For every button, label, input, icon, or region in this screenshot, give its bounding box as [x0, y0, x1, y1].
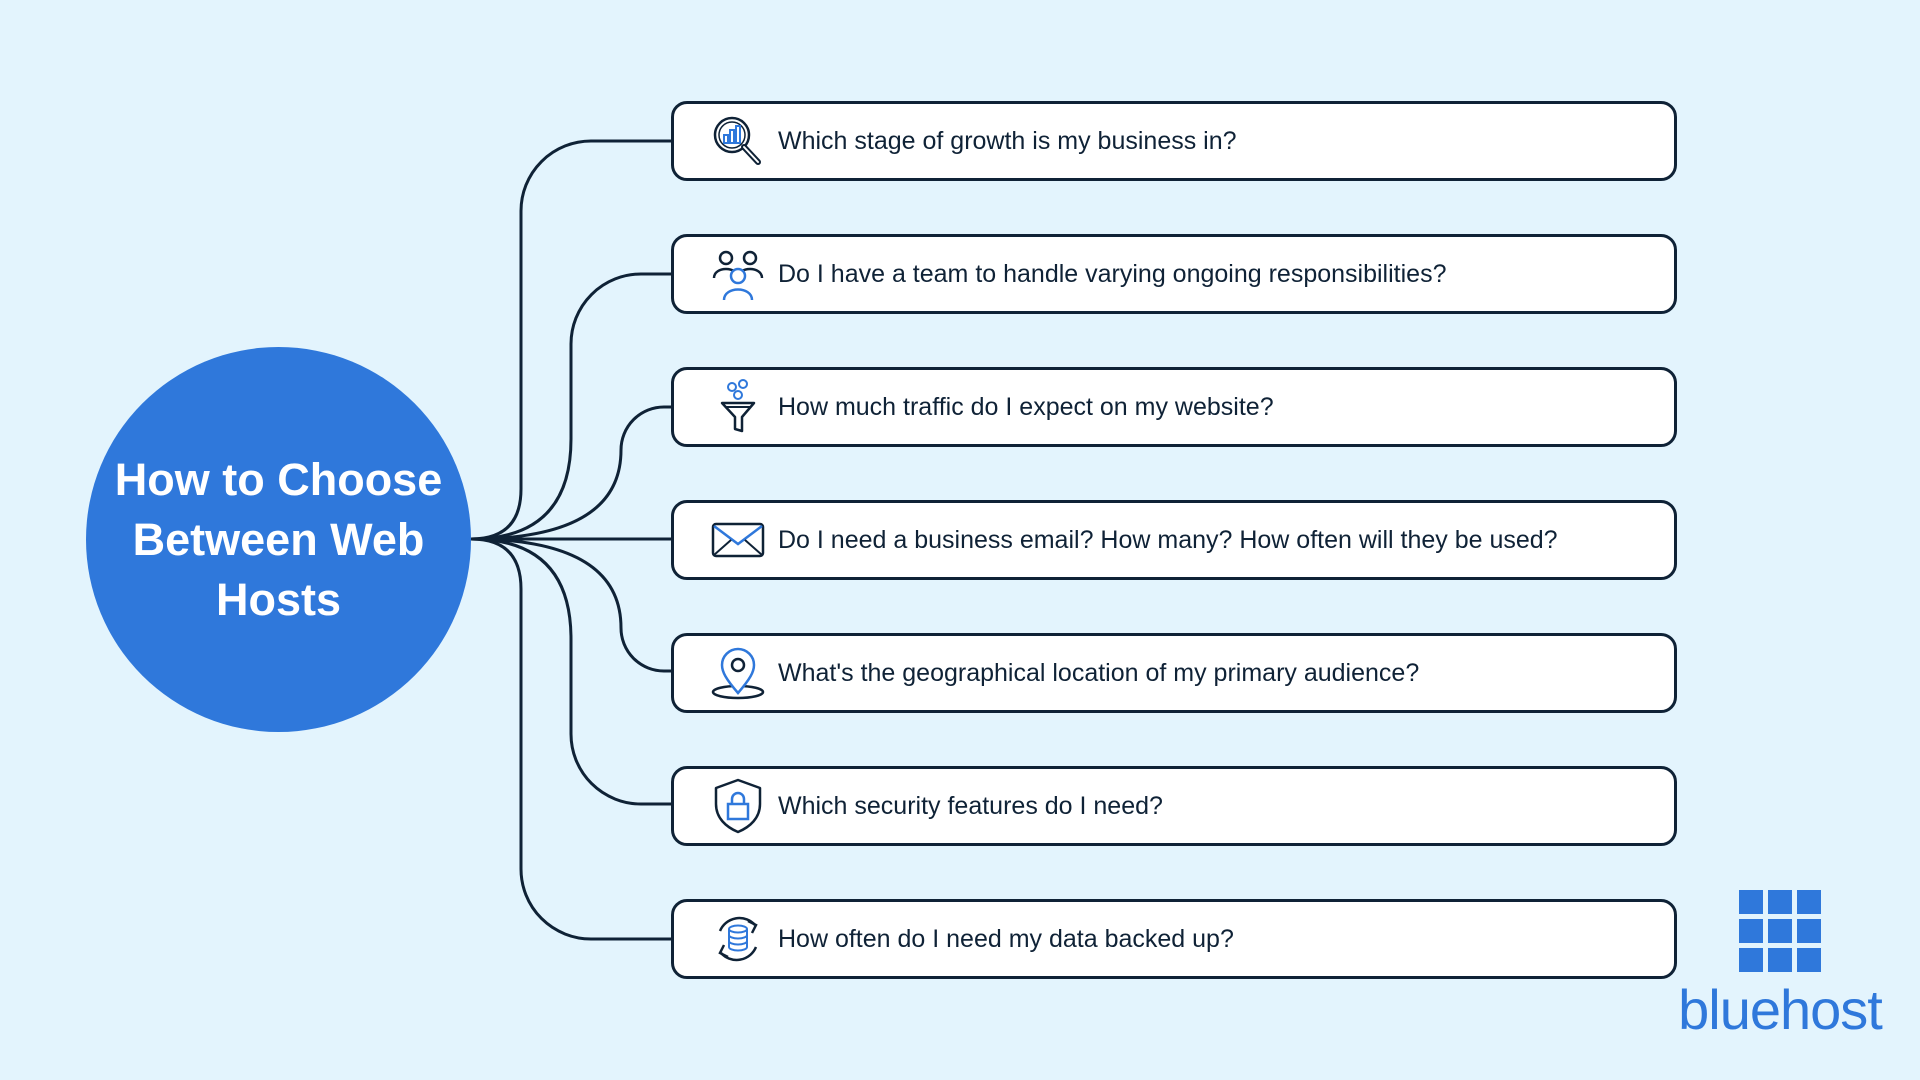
connector-line-3 [470, 405, 671, 541]
question-text: Do I need a business email? How many? Ho… [778, 525, 1558, 554]
hub-circle: How to Choose Between Web Hosts [86, 347, 471, 732]
question-text: How often do I need my data backed up? [778, 924, 1234, 953]
connector-line-1 [470, 139, 671, 541]
growth-chart-magnifier-icon [710, 113, 766, 169]
security-shield-lock-icon [710, 778, 766, 834]
connector-line-5 [470, 537, 671, 673]
connector-line-2 [470, 272, 671, 541]
question-box-security: Which security features do I need? [671, 766, 1677, 846]
question-text: What's the geographical location of my p… [778, 658, 1420, 687]
question-box-location: What's the geographical location of my p… [671, 633, 1677, 713]
question-box-team: Do I have a team to handle varying ongoi… [671, 234, 1677, 314]
question-box-traffic: How much traffic do I expect on my websi… [671, 367, 1677, 447]
question-box-growth-stage: Which stage of growth is my business in? [671, 101, 1677, 181]
database-backup-icon [710, 911, 766, 967]
question-box-email: Do I need a business email? How many? Ho… [671, 500, 1677, 580]
hub-title: How to Choose Between Web Hosts [114, 453, 443, 625]
question-text: How much traffic do I expect on my websi… [778, 392, 1274, 421]
question-text: Which security features do I need? [778, 791, 1163, 820]
question-text: Do I have a team to handle varying ongoi… [778, 259, 1447, 288]
team-people-icon [710, 246, 766, 302]
question-box-backup: How often do I need my data backed up? [671, 899, 1677, 979]
connector-line-7 [470, 537, 671, 941]
connector-line-6 [470, 537, 671, 806]
traffic-funnel-icon [710, 379, 766, 435]
bluehost-grid-icon [1739, 890, 1821, 972]
email-envelope-icon [710, 512, 766, 568]
logo-wordmark: bluehost [1678, 978, 1883, 1041]
question-text: Which stage of growth is my business in? [778, 126, 1237, 155]
location-pin-icon [710, 645, 766, 701]
